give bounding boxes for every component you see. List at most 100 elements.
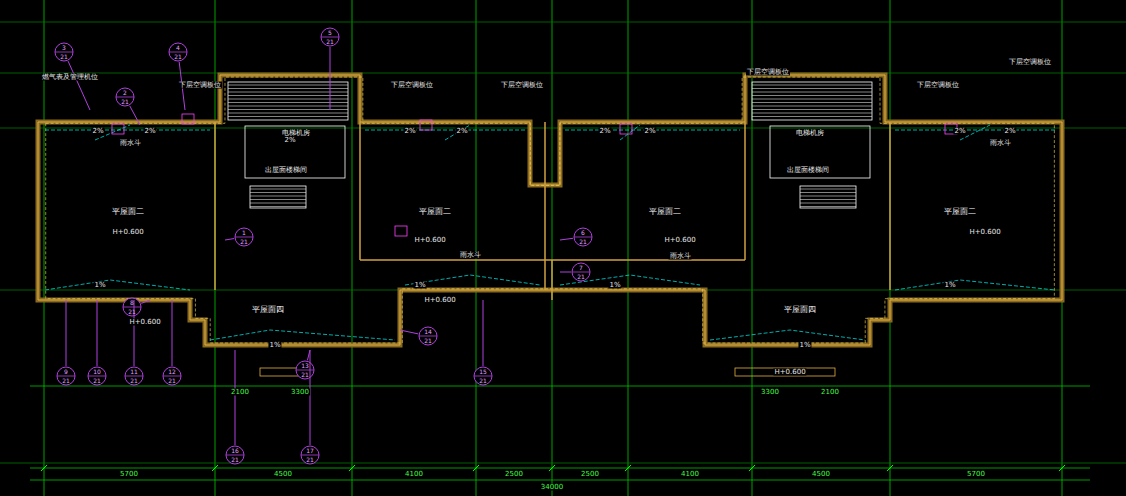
- drawing-annotation: 雨水斗: [669, 253, 692, 260]
- drawing-annotation: H+0.600: [663, 237, 696, 244]
- drawing-annotation: 下层空调板位: [500, 82, 544, 89]
- callout-number: 21: [239, 239, 249, 245]
- callout-number: 11: [129, 369, 139, 375]
- drawing-annotation: 1%: [798, 342, 811, 349]
- callout-number: 21: [129, 378, 139, 384]
- drawing-annotation: 2500: [504, 471, 524, 478]
- drawing-annotation: 1%: [268, 342, 281, 349]
- drawing-annotation: 电梯机房: [281, 130, 311, 137]
- drawing-annotation: 1%: [413, 282, 426, 289]
- callout-number: 21: [230, 457, 240, 463]
- drawing-annotation: 下层空调板位: [746, 69, 790, 76]
- slope-lines: [45, 114, 1055, 376]
- roof-area: 平屋面四: [782, 306, 818, 314]
- callout-number: 4: [175, 45, 181, 51]
- callout-number: 10: [92, 369, 102, 375]
- drawing-annotation: 下层空调板位: [178, 82, 222, 89]
- roof-area: 平屋面二: [417, 208, 453, 216]
- drawing-annotation: 下层空调板位: [916, 82, 960, 89]
- callout-number: 6: [580, 230, 586, 236]
- callout-number: 21: [167, 378, 177, 384]
- callout-number: 21: [92, 378, 102, 384]
- building-outline: [38, 75, 1062, 345]
- area-name: 平屋面二: [942, 208, 978, 216]
- callout-number: 16: [230, 448, 240, 454]
- callout-number: 3: [61, 45, 67, 51]
- drawing-annotation: 2%: [598, 128, 611, 135]
- drawing-annotation: 3300: [290, 389, 310, 396]
- area-name: 平屋面四: [782, 306, 818, 314]
- callout-number: 15: [478, 369, 488, 375]
- callout-number: 21: [305, 457, 315, 463]
- drawing-annotation: 2%: [953, 128, 966, 135]
- callout-number: 21: [127, 309, 137, 315]
- roof-area: 平屋面四: [250, 306, 286, 314]
- area-name: 平屋面四: [250, 306, 286, 314]
- area-name: 平屋面二: [647, 208, 683, 216]
- drawing-annotation: 2%: [283, 137, 296, 144]
- drawing-annotation: 出屋面楼梯间: [786, 167, 830, 174]
- drawing-annotation: 燃气表及管理机位: [41, 74, 99, 81]
- area-name: 平屋面二: [110, 208, 146, 216]
- drawing-annotation: 4500: [811, 471, 831, 478]
- callout-number: 5: [327, 30, 333, 36]
- drawing-annotation: 2%: [403, 128, 416, 135]
- drawing-annotation: H+0.600: [968, 229, 1001, 236]
- callout-number: 21: [325, 39, 335, 45]
- callout-number: 7: [578, 265, 584, 271]
- drawing-annotation: 4500: [273, 471, 293, 478]
- drawing-annotation: H+0.600: [423, 297, 456, 304]
- callout-number: 21: [173, 54, 183, 60]
- drawing-annotation: H+0.600: [773, 369, 806, 376]
- drawing-annotation: 2100: [820, 389, 840, 396]
- callout-number: 21: [478, 378, 488, 384]
- drawing-annotation: 雨水斗: [119, 140, 142, 147]
- drawing-annotation: 4100: [404, 471, 424, 478]
- callout-number: 12: [167, 369, 177, 375]
- drawing-annotation: 2%: [643, 128, 656, 135]
- drawing-annotation: 雨水斗: [989, 140, 1012, 147]
- drawing-annotation: 2%: [1003, 128, 1016, 135]
- callout-circles: [55, 28, 592, 464]
- drawing-annotation: 下层空调板位: [390, 82, 434, 89]
- drawing-annotation: 5700: [966, 471, 986, 478]
- roof-area: 平屋面二: [110, 208, 146, 216]
- callout-number: 2: [122, 90, 128, 96]
- callout-number: 21: [423, 338, 433, 344]
- drawing-annotation: 34000: [540, 484, 564, 491]
- callout-number: 13: [300, 363, 310, 369]
- callout-number: 21: [576, 274, 586, 280]
- callout-number: 14: [423, 329, 433, 335]
- drawing-annotation: 2%: [143, 128, 156, 135]
- drawing-annotation: 2%: [91, 128, 104, 135]
- drawing-annotation: 电梯机房: [795, 130, 825, 137]
- roof-area: 平屋面二: [647, 208, 683, 216]
- callout-number: 17: [305, 448, 315, 454]
- drawing-annotation: 下层空调板位: [1008, 59, 1052, 66]
- drawing-annotation: 1%: [608, 282, 621, 289]
- drawing-annotation: 2%: [455, 128, 468, 135]
- drawing-annotation: H+0.600: [413, 237, 446, 244]
- drawing-annotation: H+0.600: [128, 319, 161, 326]
- callout-number: 21: [61, 378, 71, 384]
- callout-number: 1: [241, 230, 247, 236]
- drawing-annotation: 1%: [943, 282, 956, 289]
- drawing-annotation: 5700: [119, 471, 139, 478]
- callout-number: 21: [59, 54, 69, 60]
- roof-area: 平屋面二: [942, 208, 978, 216]
- callout-number: 21: [578, 239, 588, 245]
- area-name: 平屋面二: [417, 208, 453, 216]
- callout-number: 8: [129, 300, 135, 306]
- callout-number: 21: [300, 372, 310, 378]
- drawing-annotation: 2500: [580, 471, 600, 478]
- drawing-annotation: 4100: [680, 471, 700, 478]
- callout-number: 21: [120, 99, 130, 105]
- drawing-annotation: 3300: [760, 389, 780, 396]
- drawing-annotation: 1%: [93, 282, 106, 289]
- drawing-annotation: H+0.600: [111, 229, 144, 236]
- stair-hatch: [228, 82, 872, 208]
- drawing-annotation: 雨水斗: [459, 252, 482, 259]
